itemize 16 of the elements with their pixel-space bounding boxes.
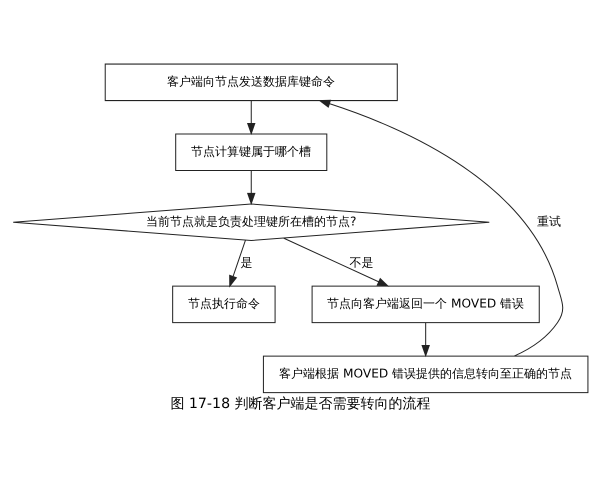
arrow bbox=[420, 322, 430, 358]
node-diamond: 当前节点就是负责处理键所在槽的节点? bbox=[12, 204, 490, 242]
node-box: 节点计算键属于哪个槽 bbox=[174, 134, 327, 172]
node-box: 客户端向节点发送数据库键命令 bbox=[104, 64, 398, 102]
node-box: 客户端根据 MOVED 错误提供的信息转向至正确的节点 bbox=[262, 356, 588, 394]
arrow bbox=[246, 100, 256, 136]
arrow bbox=[318, 100, 563, 356]
caption: 图 17-18 判断客户端是否需要转向的流程 bbox=[170, 396, 430, 412]
node-box: 节点向客户端返回一个 MOVED 错误 bbox=[311, 286, 540, 324]
arrow bbox=[246, 170, 256, 206]
edge-label: 重试 bbox=[536, 214, 560, 228]
edge-label: 是 bbox=[240, 255, 252, 270]
edge-label: 不是 bbox=[348, 255, 373, 270]
arrow bbox=[282, 238, 389, 287]
node-box: 节点执行命令 bbox=[172, 286, 276, 324]
arrow bbox=[228, 240, 246, 288]
